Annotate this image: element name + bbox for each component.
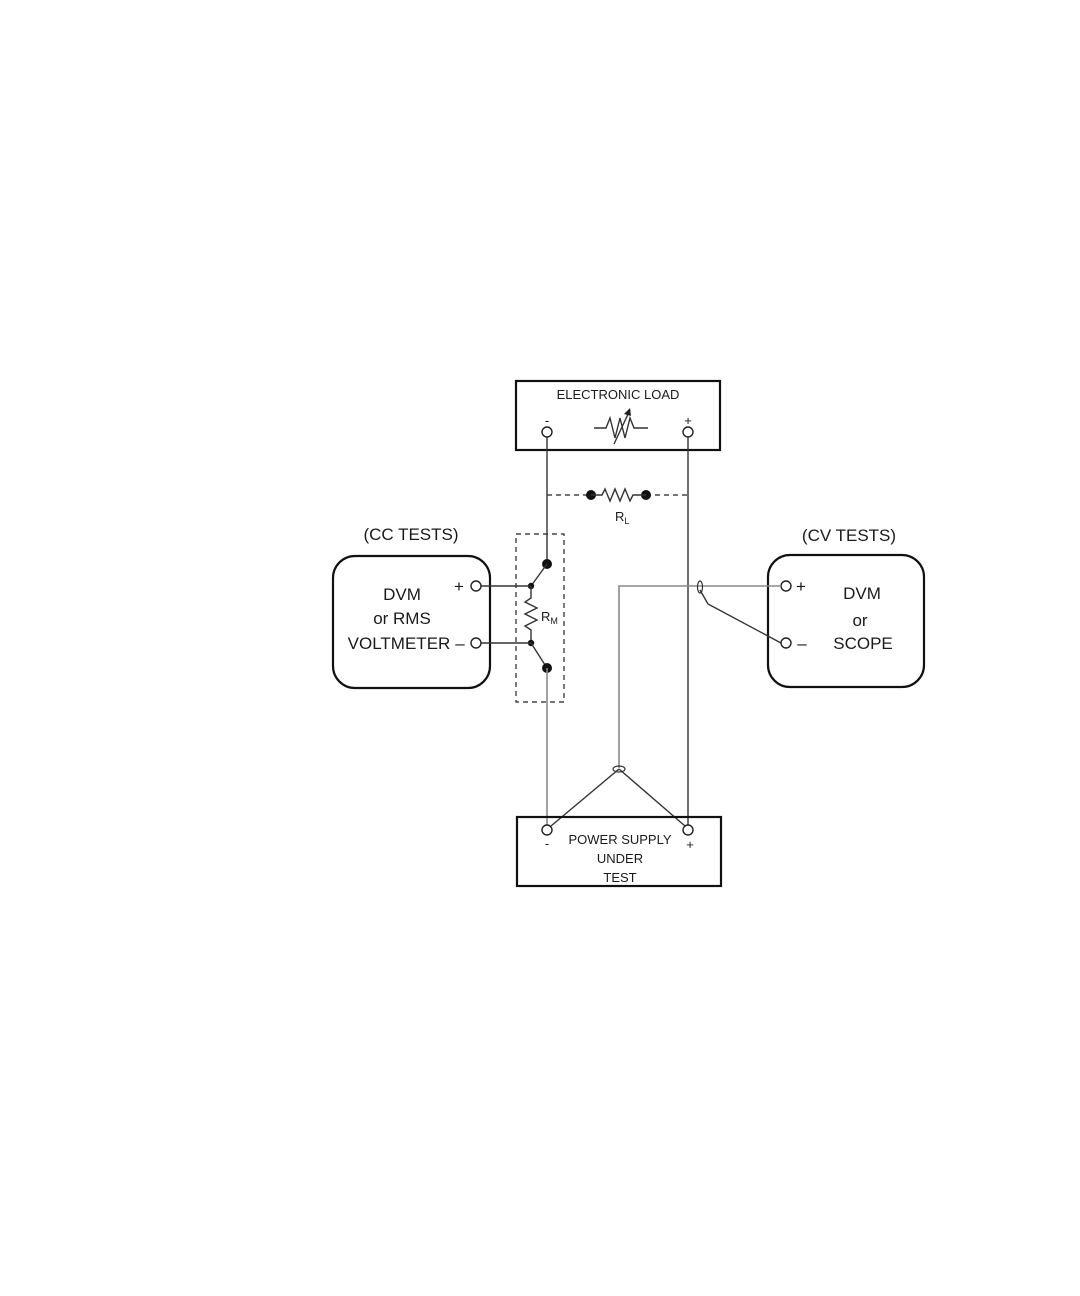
cc-tests-heading: (CC TESTS) [363, 525, 458, 544]
cc-meter-line3: VOLTMETER [348, 634, 451, 653]
cv-meter-line2: or [852, 611, 867, 630]
cv-meter-minus-label: – [797, 634, 807, 653]
cc-meter: (CC TESTS) DVM or RMS VOLTMETER + – [333, 525, 490, 688]
cv-meter-plus-terminal [781, 581, 791, 591]
power-supply-minus-label: - [545, 836, 549, 851]
cc-meter-plus-terminal [471, 581, 481, 591]
monitor-resistor-label: RM [541, 609, 558, 626]
cv-meter-line1: DVM [843, 584, 881, 603]
sense-twisted-pair [551, 581, 781, 826]
monitor-resistor-icon [525, 586, 537, 643]
cv-tests-heading: (CV TESTS) [802, 526, 896, 545]
cc-meter-line2: or RMS [373, 609, 431, 628]
cv-meter-plus-label: + [796, 577, 806, 596]
load-resistor: RL [547, 489, 688, 526]
cv-meter-minus-terminal [781, 638, 791, 648]
power-supply-line1: POWER SUPPLY [568, 832, 671, 847]
electronic-load-title: ELECTRONIC LOAD [557, 387, 680, 402]
electronic-load-plus-label: + [684, 413, 692, 428]
cv-meter-line3: SCOPE [833, 634, 893, 653]
cc-meter-minus-terminal [471, 638, 481, 648]
cc-meter-line1: DVM [383, 585, 421, 604]
power-supply-line2: UNDER [597, 851, 643, 866]
electronic-load-minus-terminal [542, 427, 552, 437]
cv-meter-box [768, 555, 924, 687]
power-supply-plus-label: + [686, 837, 694, 852]
power-supply: - + POWER SUPPLY UNDER TEST [517, 817, 721, 886]
electronic-load-minus-label: - [545, 413, 549, 428]
cc-meter-minus-label: – [455, 634, 465, 653]
load-resistor-icon [591, 489, 646, 501]
power-supply-line3: TEST [603, 870, 636, 885]
load-resistor-label: RL [615, 509, 629, 526]
cc-meter-plus-label: + [454, 577, 464, 596]
power-supply-minus-terminal [542, 825, 552, 835]
variable-resistor-icon [594, 408, 648, 444]
monitor-resistor: RM [481, 437, 564, 702]
cv-meter: (CV TESTS) DVM or SCOPE + – [768, 526, 924, 687]
electronic-load-plus-terminal [683, 427, 693, 437]
power-supply-plus-terminal [683, 825, 693, 835]
